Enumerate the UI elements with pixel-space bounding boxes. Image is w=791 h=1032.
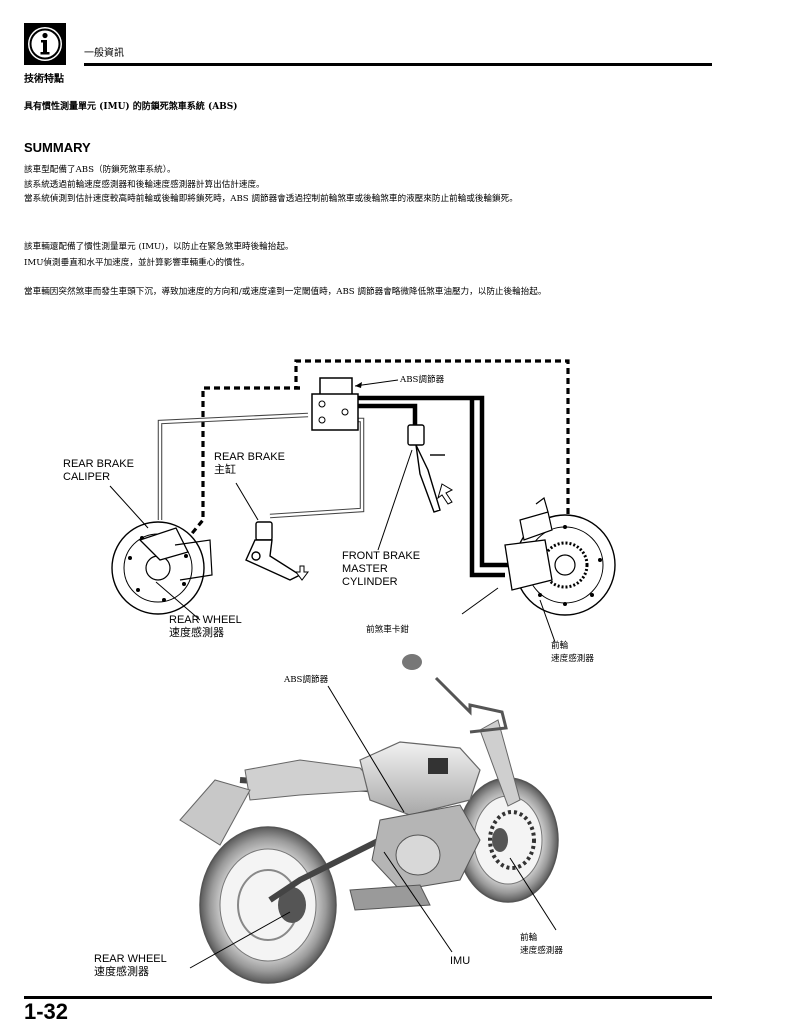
bike-label-imu: IMU <box>450 955 471 967</box>
label-abs-modulator: ABS調節器 <box>400 375 445 385</box>
label-rear-wheel-sensor: REAR WHEEL 速度感測器 <box>169 614 242 639</box>
rear-master-cylinder <box>245 521 302 581</box>
info-icon <box>24 23 66 65</box>
summary-paragraph: 該車輛還配備了慣性測量單元 (IMU)，以防止在緊急煞車時後輪抬起。 <box>24 242 294 252</box>
front-brake-disc <box>504 496 616 616</box>
label-front-wheel-sensor: 前輪 速度感測器 <box>551 641 594 664</box>
motorcycle-illustration <box>179 654 559 984</box>
abs-modulator-unit <box>311 377 359 431</box>
footer-rule <box>24 996 712 999</box>
bike-label-abs-modulator: ABS調節器 <box>284 675 329 685</box>
summary-paragraph: 該車型配備了ABS（防鎖死煞車系統）。 <box>24 165 176 175</box>
summary-paragraph: 當車輛因突然煞車而發生車頭下沉，導致加速度的方向和/或速度達到一定閾值時，ABS… <box>24 287 547 297</box>
summary-paragraph: 當系統偵測到估計速度較高時前輪或後輪即將鎖死時，ABS 調節器會透過控制前輪煞車… <box>24 194 518 204</box>
abs-system-diagram <box>109 359 616 643</box>
bike-label-rear-wheel-sensor: REAR WHEEL 速度感測器 <box>94 953 167 978</box>
section-title: 一般資訊 <box>84 48 124 59</box>
rear-brake-disc <box>111 521 213 615</box>
section-badge: 技術特點 <box>24 74 64 85</box>
summary-heading: SUMMARY <box>24 140 91 155</box>
summary-paragraph: 該系統透過前輪速度感測器和後輪速度感測器計算出估計速度。 <box>24 180 265 190</box>
rear-wheel <box>199 826 337 984</box>
bike-label-front-wheel-sensor: 前輪 速度感測器 <box>520 933 563 956</box>
label-front-caliper: 前煞車卡鉗 <box>366 625 409 635</box>
label-front-brake-master: FRONT BRAKE MASTER CYLINDER <box>342 550 421 588</box>
label-rear-brake-master: REAR BRAKE 主缸 <box>214 451 285 476</box>
front-master-cylinder <box>407 424 445 513</box>
label-rear-brake-caliper: REAR BRAKE CALIPER <box>63 458 134 483</box>
page-number: 1-32 <box>24 999 69 1024</box>
document-title: 具有慣性測量單元 (IMU) 的防鎖死煞車系統 (ABS) <box>24 102 238 112</box>
summary-paragraph: IMU偵測垂直和水平加速度，並計算影響車輛重心的慣性。 <box>24 258 250 268</box>
header-rule <box>84 63 712 66</box>
